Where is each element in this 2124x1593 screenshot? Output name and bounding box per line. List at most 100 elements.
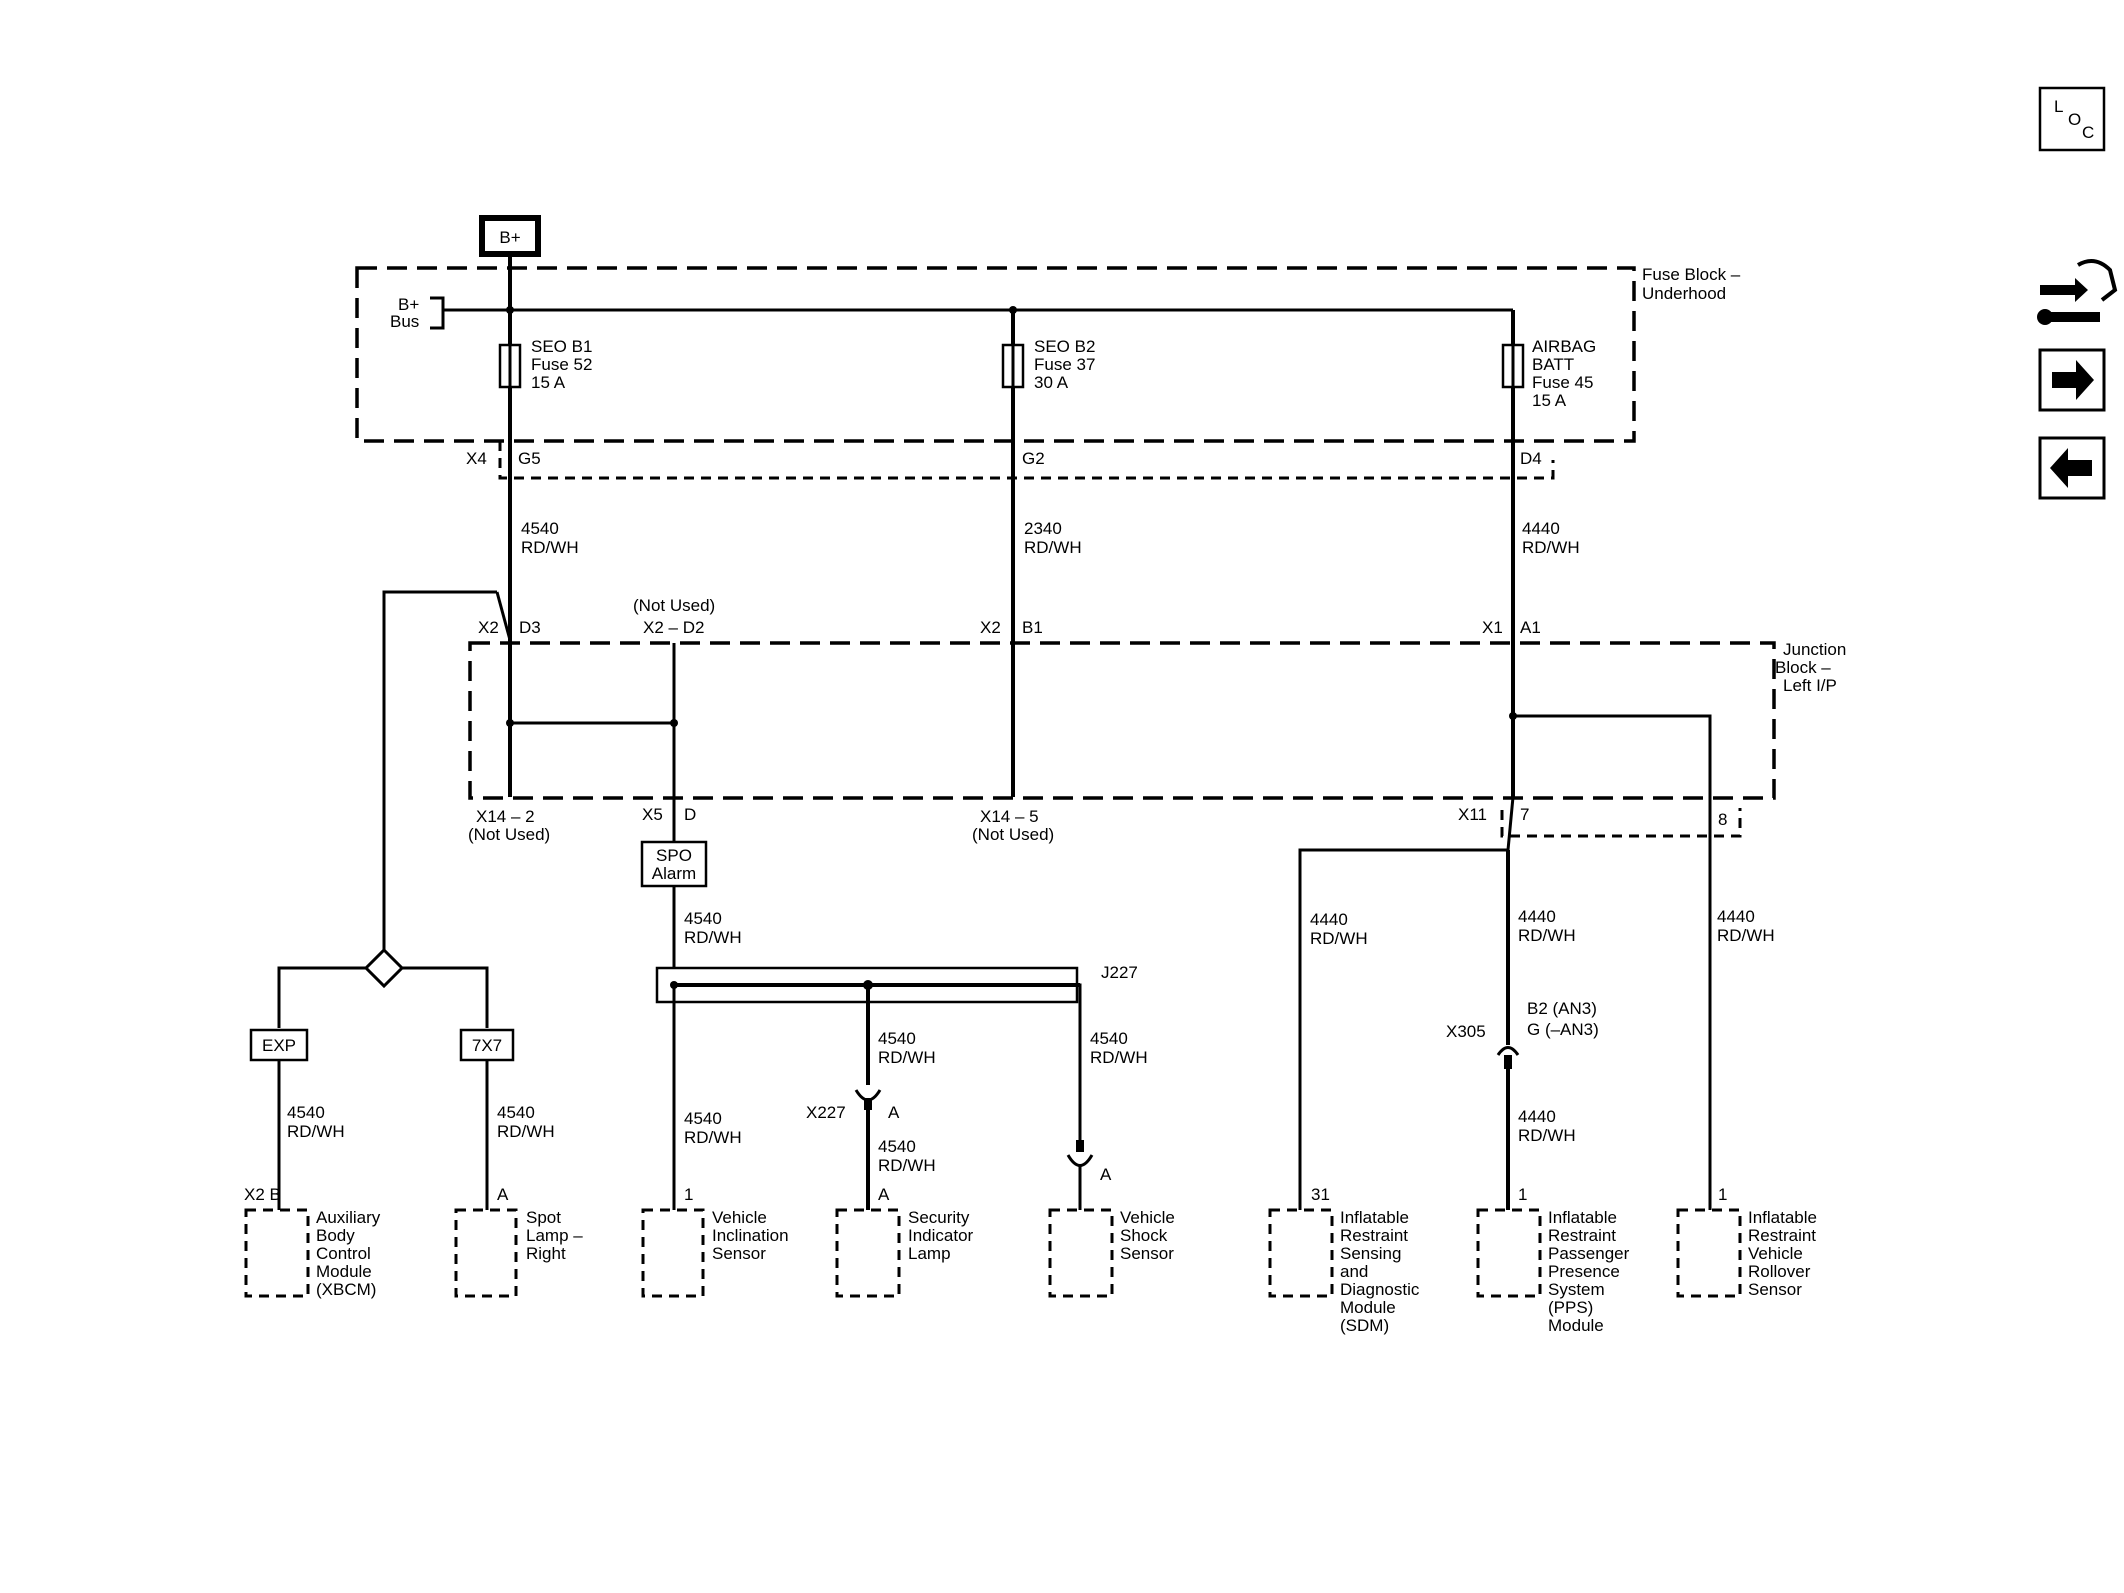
- component-security-indicator-lamp: A Security Indicator Lamp: [835, 1185, 974, 1298]
- svg-text:Right: Right: [526, 1244, 566, 1263]
- junction-block-title-1: Junction: [1783, 640, 1846, 659]
- shock-inline-connector: [1066, 1140, 1094, 1167]
- shock-inline-a-label: A: [1100, 1165, 1112, 1184]
- fuse-37-label-2: Fuse 37: [1034, 355, 1095, 374]
- x305-inline-connector: [1496, 1046, 1520, 1069]
- spo-alarm-option: SPO Alarm: [640, 840, 708, 888]
- spot-lamp-wire-color: RD/WH: [497, 1122, 555, 1141]
- arrow-left-icon[interactable]: [2038, 436, 2106, 500]
- wire-label-2340: 2340: [1024, 519, 1062, 538]
- svg-text:Inclination: Inclination: [712, 1226, 789, 1245]
- x4-connector: [498, 441, 1555, 480]
- svg-text:Vehicle: Vehicle: [1120, 1208, 1175, 1227]
- d3-pin: D3: [519, 618, 541, 637]
- svg-text:X2 B: X2 B: [244, 1185, 281, 1204]
- svg-text:Diagnostic: Diagnostic: [1340, 1280, 1420, 1299]
- not-used-1: (Not Used): [468, 825, 550, 844]
- junction-block-outline: [468, 641, 1776, 800]
- svg-text:Module: Module: [1548, 1316, 1604, 1335]
- svg-text:SPO: SPO: [656, 846, 692, 865]
- sdm-feed-wire: [1298, 848, 1508, 1210]
- x14-2-label: X14 – 2: [476, 807, 535, 826]
- svg-text:Restraint: Restraint: [1748, 1226, 1816, 1245]
- bus-label-1: B+: [398, 295, 419, 314]
- fuse-45-label-4: 15 A: [1532, 391, 1567, 410]
- svg-text:O: O: [2068, 110, 2081, 129]
- arrow-right-icon[interactable]: [2038, 348, 2106, 412]
- x1-connector: X1: [1482, 618, 1503, 637]
- security-wire-label: 4540: [878, 1029, 916, 1048]
- x305-g-label: G (–AN3): [1527, 1020, 1599, 1039]
- svg-text:Inflatable: Inflatable: [1548, 1208, 1617, 1227]
- fuse-52: [498, 343, 522, 389]
- d-label: D: [684, 805, 696, 824]
- a1-pin: A1: [1520, 618, 1541, 637]
- x11-connector: [1500, 808, 1742, 838]
- battery-source: B+: [479, 215, 541, 257]
- option-branch-wire: [382, 590, 497, 968]
- fuse-45: [1501, 343, 1525, 389]
- fuse-37-label-1: SEO B2: [1034, 337, 1095, 356]
- vehicle-tools-icon[interactable]: [2037, 259, 2118, 325]
- loc-button[interactable]: L O C: [2038, 86, 2106, 152]
- svg-text:Vehicle: Vehicle: [712, 1208, 767, 1227]
- svg-text:Lamp –: Lamp –: [526, 1226, 583, 1245]
- shock-wire-label: 4540: [1090, 1029, 1128, 1048]
- wire-color-2340: RD/WH: [1024, 538, 1082, 557]
- g5-label: G5: [518, 449, 541, 468]
- fuse-block-title-1: Fuse Block –: [1642, 265, 1741, 284]
- wire-color-4440: RD/WH: [1522, 538, 1580, 557]
- svg-text:Sensor: Sensor: [1748, 1280, 1802, 1299]
- x227-label: X227: [806, 1103, 846, 1122]
- not-used-label-top: (Not Used): [633, 596, 715, 615]
- component-pps-module: 1 Inflatable Restraint Passenger Presenc…: [1476, 1185, 1630, 1335]
- svg-text:Presence: Presence: [1548, 1262, 1620, 1281]
- junction-block-title-3: Left I/P: [1783, 676, 1837, 695]
- svg-text:Control: Control: [316, 1244, 371, 1263]
- d4-label: D4: [1520, 449, 1542, 468]
- svg-text:(XBCM): (XBCM): [316, 1280, 376, 1299]
- b1-pin: B1: [1022, 618, 1043, 637]
- 7x7-option-box: 7X7: [459, 1028, 515, 1062]
- exp-option-box: EXP: [249, 1028, 309, 1062]
- svg-text:Security: Security: [908, 1208, 970, 1227]
- svg-text:(SDM): (SDM): [1340, 1316, 1389, 1335]
- wire-label-4540: 4540: [521, 519, 559, 538]
- component-vehicle-shock-sensor: Vehicle Shock Sensor: [1048, 1208, 1175, 1298]
- sdm-wire-color: RD/WH: [1310, 929, 1368, 948]
- svg-text:Module: Module: [1340, 1298, 1396, 1317]
- spo-wire-label: 4540: [684, 909, 722, 928]
- svg-text:7X7: 7X7: [472, 1036, 502, 1055]
- x2-d2-label: X2 – D2: [643, 618, 704, 637]
- bus-label-2: Bus: [390, 312, 419, 331]
- svg-text:1: 1: [1518, 1185, 1527, 1204]
- fuse-45-label-1: AIRBAG: [1532, 337, 1596, 356]
- component-rollover-sensor: 1 Inflatable Restraint Vehicle Rollover …: [1676, 1185, 1817, 1299]
- svg-text:Auxiliary: Auxiliary: [316, 1208, 381, 1227]
- svg-text:1: 1: [684, 1185, 693, 1204]
- svg-text:Indicator: Indicator: [908, 1226, 974, 1245]
- svg-text:Vehicle: Vehicle: [1748, 1244, 1803, 1263]
- fuse-52-label-2: Fuse 52: [531, 355, 592, 374]
- svg-text:Lamp: Lamp: [908, 1244, 951, 1263]
- j227-label: J227: [1101, 963, 1138, 982]
- rollover-wire-color: RD/WH: [1717, 926, 1775, 945]
- wire-label-4440: 4440: [1522, 519, 1560, 538]
- svg-text:Inflatable: Inflatable: [1748, 1208, 1817, 1227]
- x227-inline-connector: [854, 1089, 882, 1110]
- x4-label: X4: [466, 449, 487, 468]
- inclination-wire-color: RD/WH: [684, 1128, 742, 1147]
- svg-text:Rollover: Rollover: [1748, 1262, 1811, 1281]
- svg-text:B+: B+: [499, 228, 520, 247]
- x5-label: X5: [642, 805, 663, 824]
- xbcm-wire-label: 4540: [287, 1103, 325, 1122]
- junction-block-title-2: Block –: [1775, 658, 1831, 677]
- pps-lower-wire-color: RD/WH: [1518, 1126, 1576, 1145]
- x305-label: X305: [1446, 1022, 1486, 1041]
- svg-text:Sensing: Sensing: [1340, 1244, 1401, 1263]
- svg-text:Passenger: Passenger: [1548, 1244, 1630, 1263]
- svg-text:Restraint: Restraint: [1548, 1226, 1616, 1245]
- svg-text:A: A: [497, 1185, 509, 1204]
- svg-text:Body: Body: [316, 1226, 355, 1245]
- fuse-37: [1001, 343, 1025, 389]
